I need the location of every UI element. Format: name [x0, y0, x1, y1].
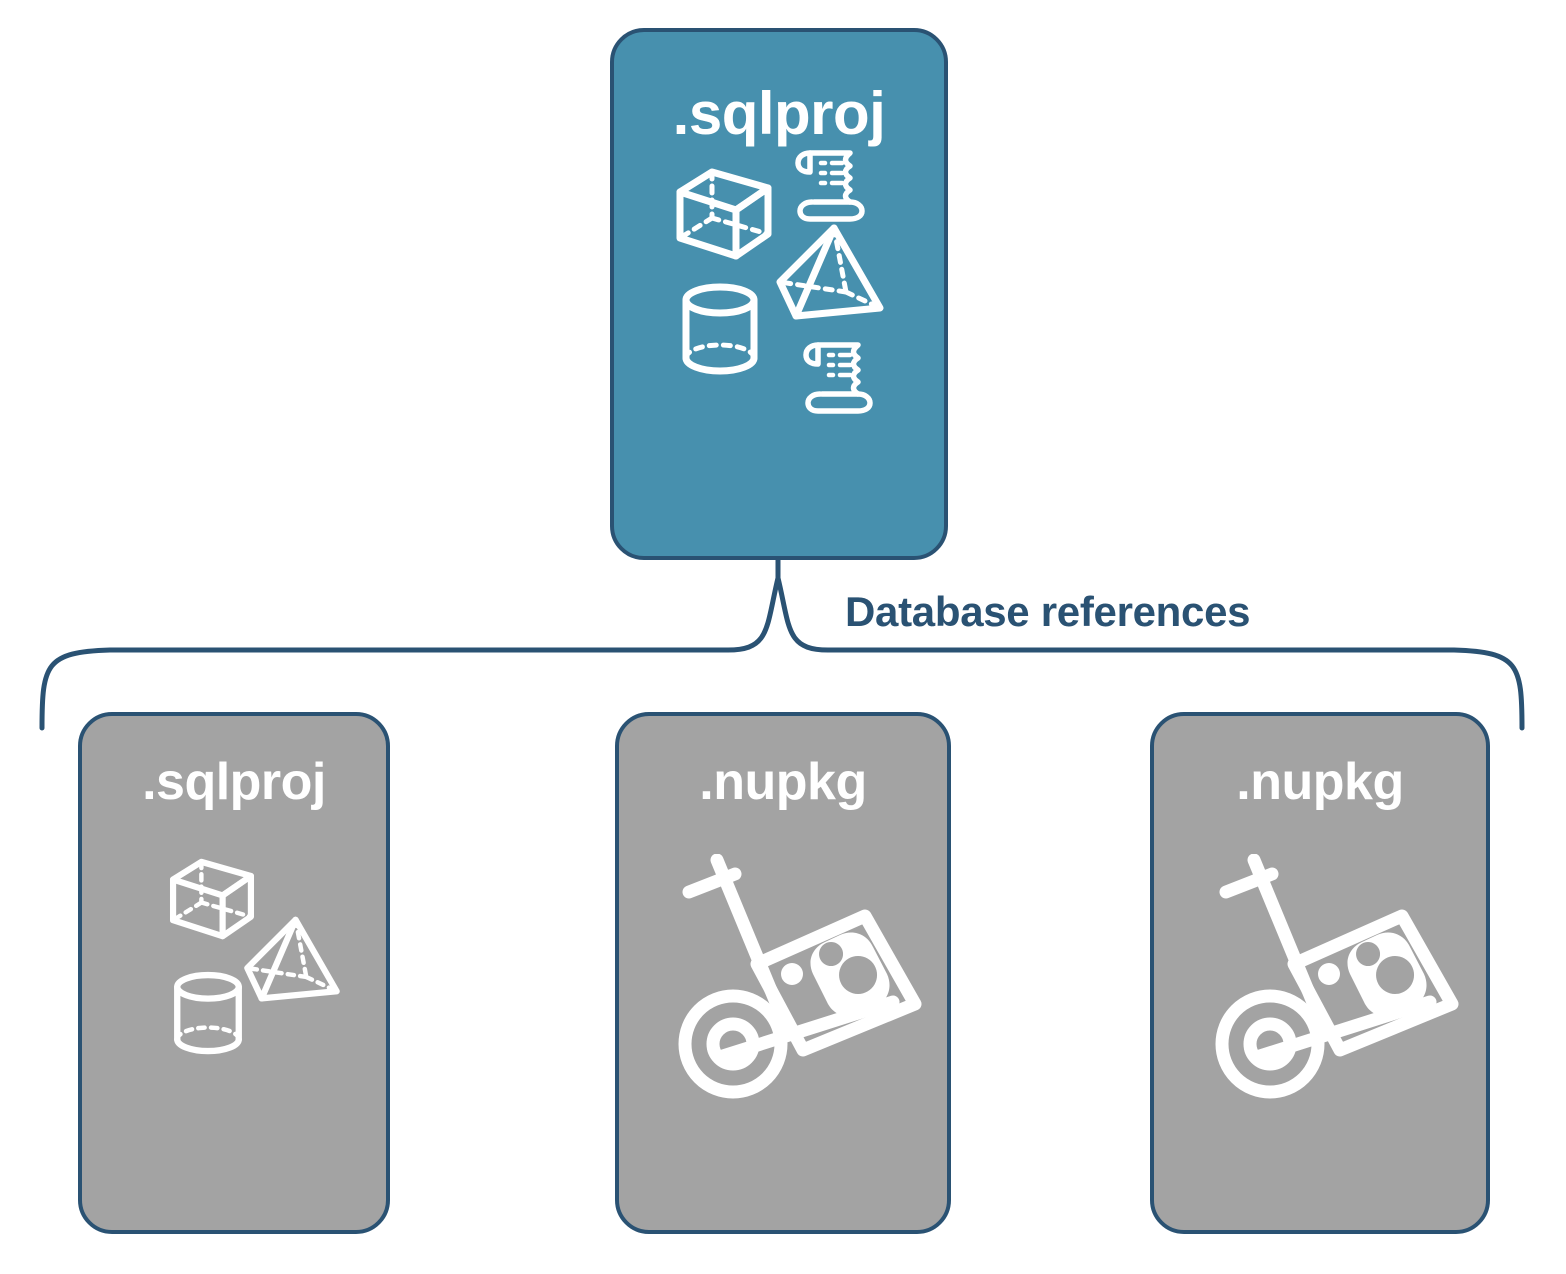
- nuget-handtruck-icon: [678, 854, 922, 1099]
- node-title: .nupkg: [699, 753, 867, 811]
- cylinder-icon: [682, 283, 758, 375]
- cube-icon: [676, 168, 772, 260]
- node-title: .sqlproj: [142, 753, 326, 811]
- node-sqlproj-root[interactable]: .sqlproj: [610, 28, 948, 560]
- node-sqlproj-reference[interactable]: .sqlproj: [78, 712, 390, 1234]
- node-nupkg-reference-1[interactable]: .nupkg: [615, 712, 951, 1234]
- cylinder-icon: [174, 971, 242, 1055]
- database-references-brace: [39, 577, 1525, 731]
- icon-group-sqlproj-ref: [82, 808, 386, 1230]
- cube-icon: [169, 858, 255, 940]
- icon-group-nupkg-1: [619, 808, 947, 1230]
- scroll-icon: [803, 342, 873, 414]
- icon-group-root: [614, 144, 944, 556]
- scroll-icon: [795, 150, 865, 222]
- pyramid-icon: [776, 224, 884, 320]
- connector-label: Database references: [845, 588, 1251, 635]
- nuget-handtruck-icon: [1215, 854, 1459, 1099]
- node-nupkg-reference-2[interactable]: .nupkg: [1150, 712, 1490, 1234]
- node-title: .sqlproj: [672, 80, 886, 147]
- node-title: .nupkg: [1236, 753, 1404, 811]
- icon-group-nupkg-2: [1154, 808, 1486, 1230]
- pyramid-icon: [244, 916, 340, 1002]
